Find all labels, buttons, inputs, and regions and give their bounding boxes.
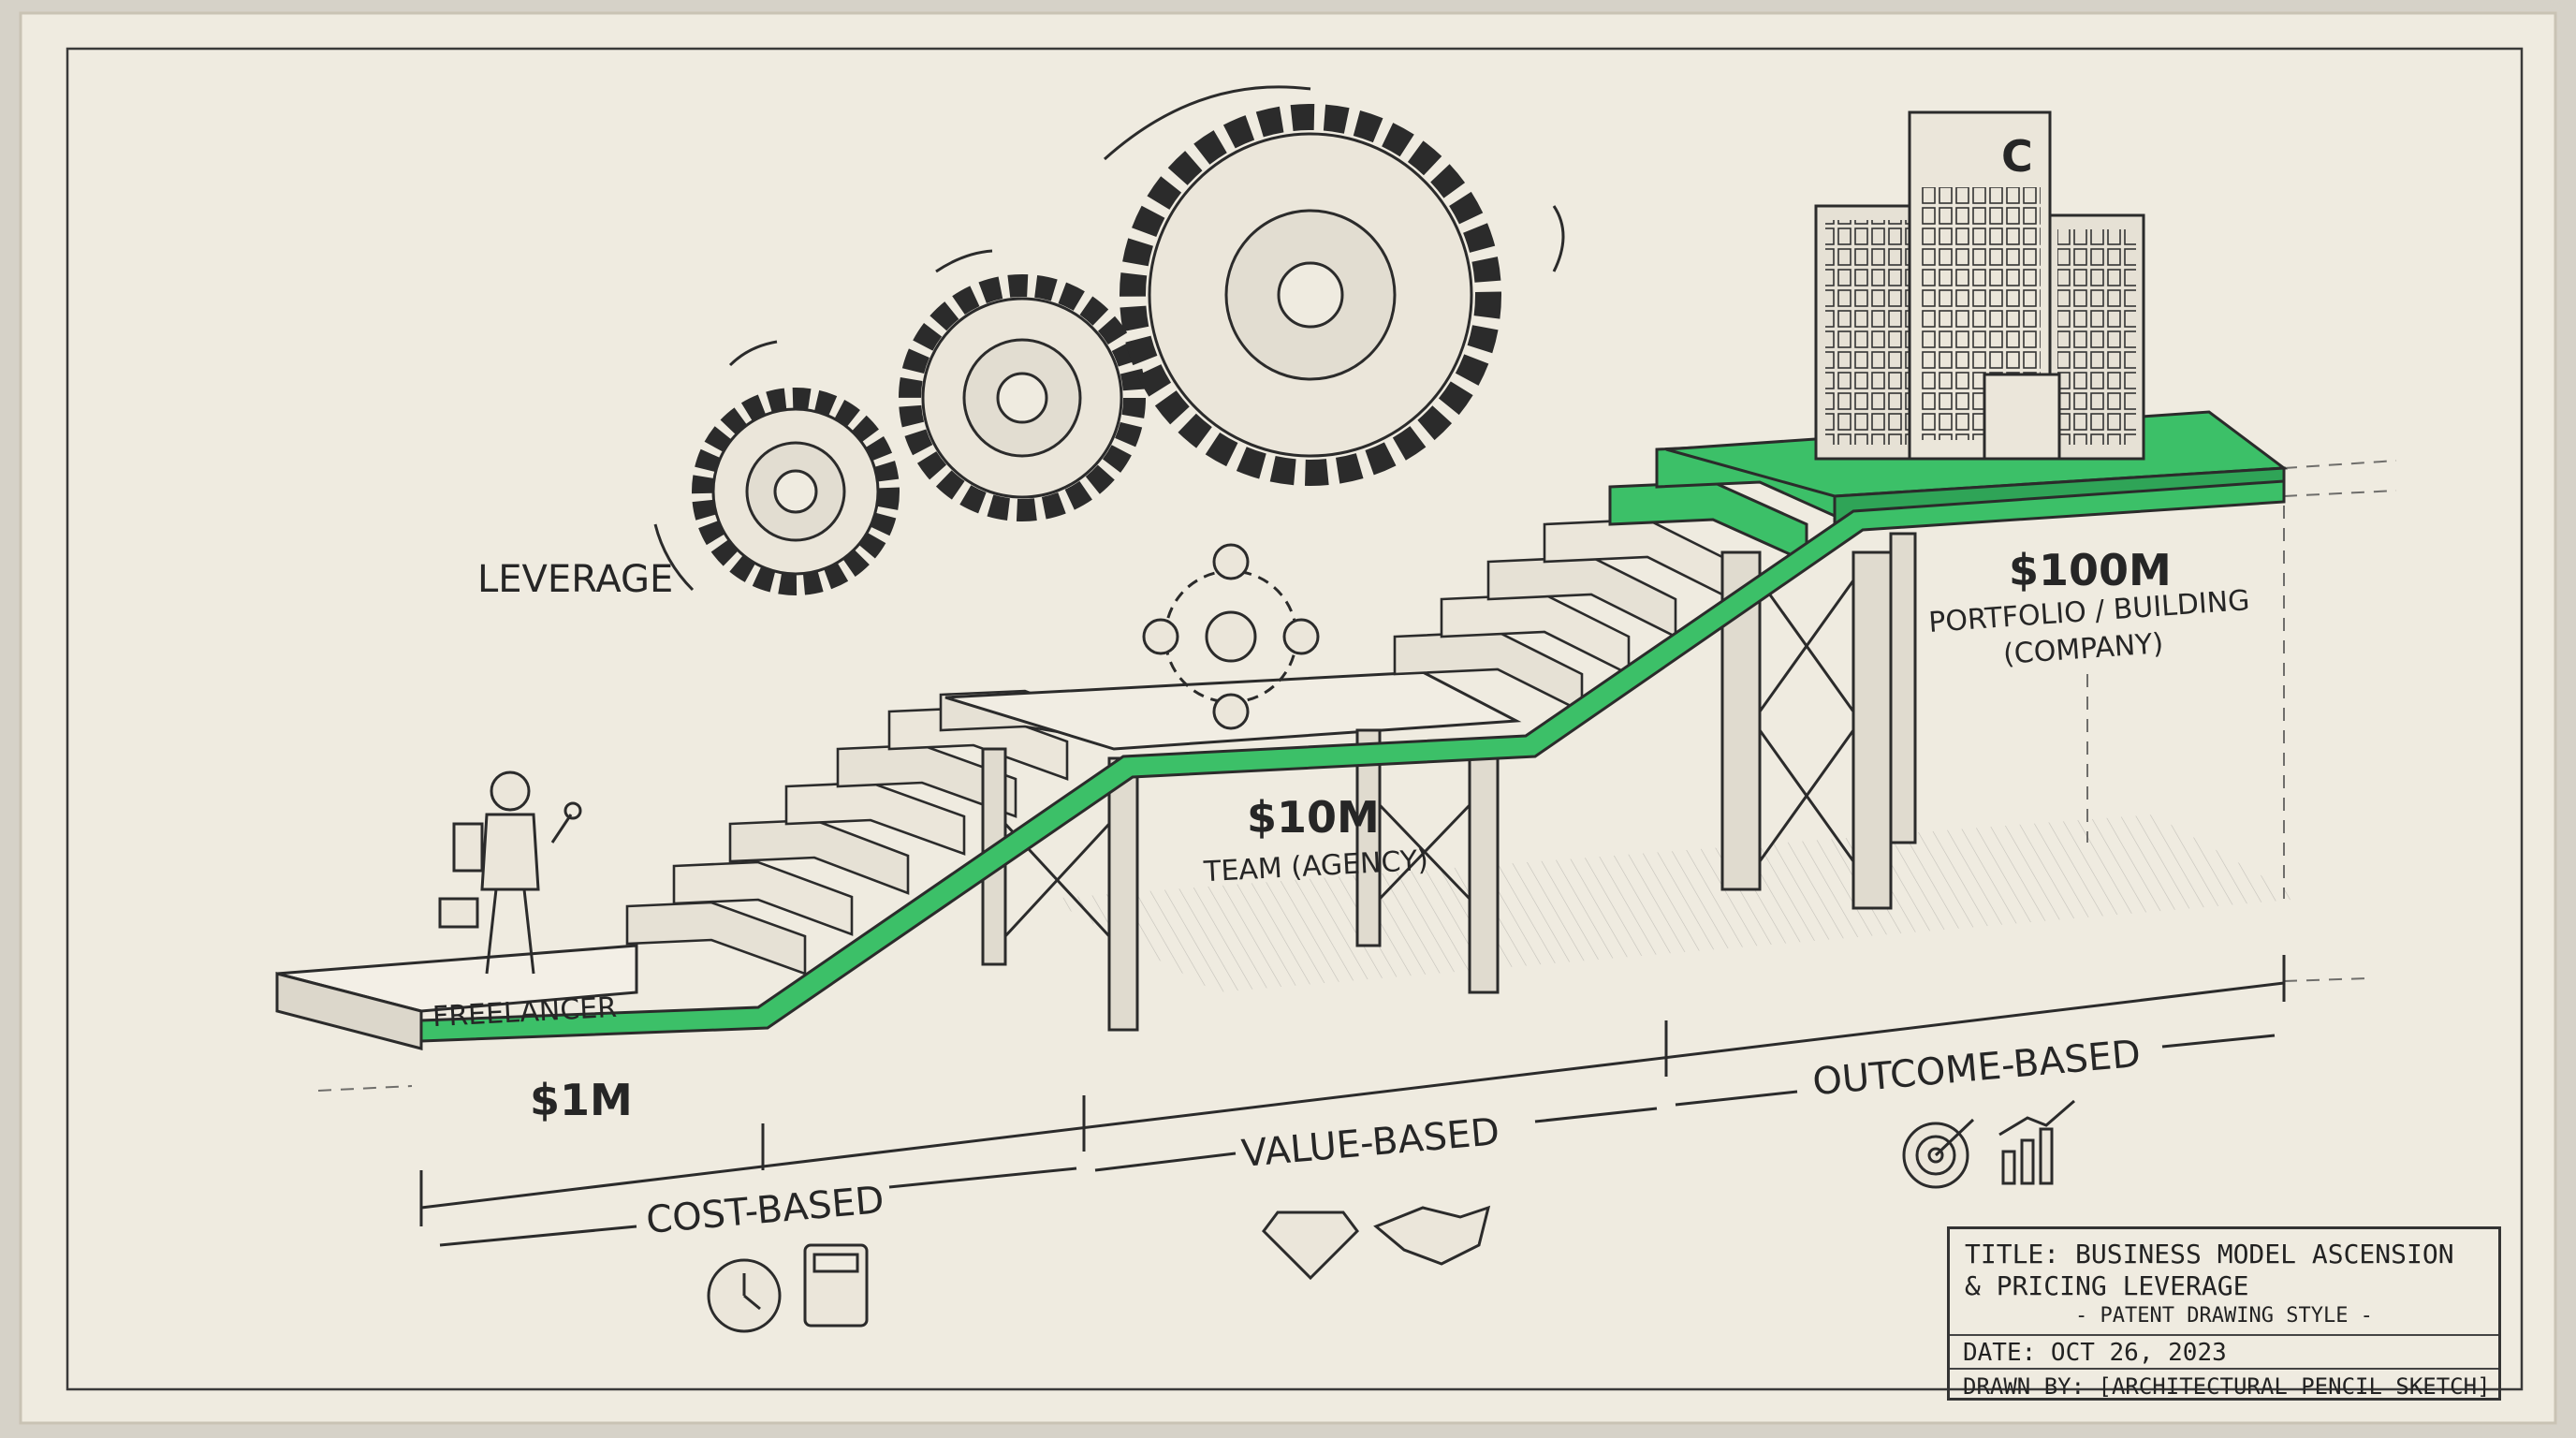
date-field: DATE: OCT 26, 2023 bbox=[1950, 1334, 2498, 1368]
target-icon bbox=[1902, 1118, 1975, 1189]
handshake-icon bbox=[1373, 1205, 1491, 1266]
diamond-icon bbox=[1262, 1211, 1359, 1281]
gear-large-icon bbox=[1120, 104, 1501, 486]
drawn-by-field: DRAWN BY: [ARCHITECTURAL PENCIL SKETCH] bbox=[1950, 1368, 2498, 1401]
stage2-value: $10M bbox=[1247, 792, 1380, 843]
gear-small-icon bbox=[692, 388, 900, 595]
title-subtitle: - PATENT DRAWING STYLE - bbox=[2075, 1304, 2373, 1328]
clock-icon bbox=[707, 1258, 782, 1333]
stage1-value: $1M bbox=[530, 1075, 633, 1125]
building-logo: C bbox=[2001, 131, 2033, 182]
team-network-icon bbox=[1142, 543, 1320, 730]
freelancer-figure-icon bbox=[438, 770, 582, 975]
ground-shadow bbox=[1048, 814, 2303, 992]
stage3-value: $100M bbox=[2009, 545, 2172, 595]
growth-chart-icon bbox=[1998, 1099, 2075, 1185]
freelancer-platform bbox=[275, 944, 638, 1050]
gear-medium-icon bbox=[899, 274, 1146, 521]
title-block: TITLE: BUSINESS MODEL ASCENSION & PRICIN… bbox=[1947, 1226, 2501, 1401]
green-growth-path bbox=[419, 479, 2286, 1043]
title-line2: & PRICING LEVERAGE bbox=[1965, 1270, 2249, 1301]
office-building-icon bbox=[1814, 110, 2145, 461]
border-frame bbox=[66, 47, 2524, 1391]
calculator-icon bbox=[803, 1243, 869, 1328]
rotation-arrows bbox=[653, 85, 1565, 592]
stairs-step-1 bbox=[625, 689, 1106, 976]
pricing-axis bbox=[419, 955, 2286, 1247]
leverage-label: LEVERAGE bbox=[477, 558, 674, 601]
title-line1: TITLE: BUSINESS MODEL ASCENSION bbox=[1965, 1239, 2454, 1269]
